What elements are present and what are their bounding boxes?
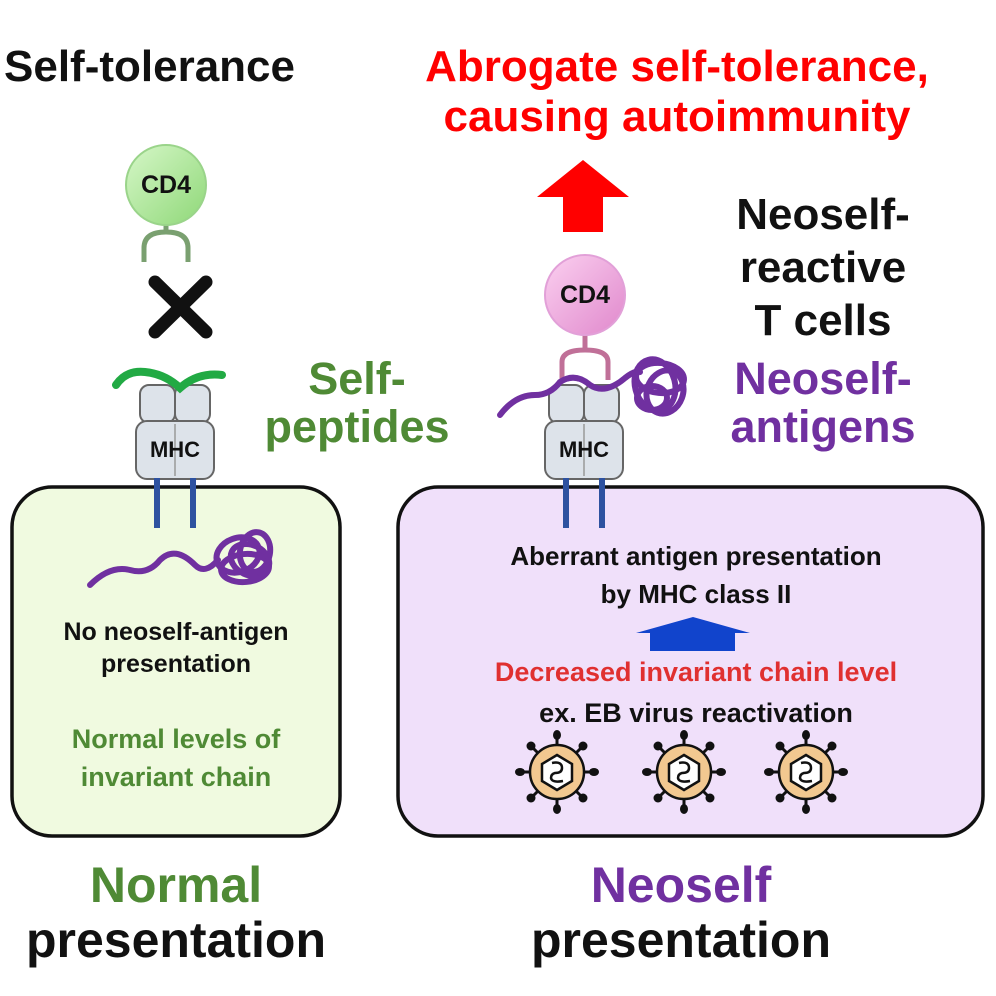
- mhc-label-normal: MHC: [149, 437, 201, 462]
- cd4-label-neoself: CD4: [559, 281, 611, 309]
- cd4-cell-normal: [125, 144, 207, 262]
- self-tolerance-heading: Self-tolerance: [4, 42, 295, 91]
- neoself-reactive-t-cells-label: Neoself- reactive T cells: [736, 190, 910, 345]
- cd4-label-normal: CD4: [140, 171, 192, 199]
- normal-presentation-caption: Normal presentation: [25, 857, 327, 968]
- self-peptides-label: Self- peptides: [264, 353, 450, 452]
- mhc-molecule-neoself: [544, 384, 624, 480]
- mhc-label-neoself: MHC: [558, 437, 610, 462]
- aberrant-presentation-text: Aberrant antigen presentation by MHC cla…: [510, 541, 882, 609]
- neoself-presentation-caption: Neoself presentation: [530, 857, 832, 968]
- x-mark-icon: [148, 275, 213, 339]
- neoself-antigen-strand: [497, 356, 687, 418]
- decreased-invariant-chain-text: Decreased invariant chain level: [494, 657, 898, 687]
- normal-invariant-chain-text: Normal levels of invariant chain: [71, 724, 281, 792]
- red-up-arrow-icon: [537, 160, 629, 232]
- eb-virus-reactivation-text: ex. EB virus reactivation: [539, 698, 853, 728]
- cd4-cell-neoself: [544, 254, 626, 380]
- blue-up-arrow-icon: [636, 617, 750, 651]
- abrogate-self-tolerance-heading: Abrogate self-tolerance, causing autoimm…: [425, 42, 929, 141]
- self-peptide-strand: [112, 367, 226, 394]
- neoself-antigen-coil-inside: [87, 529, 274, 588]
- neoself-antigens-label: Neoself- antigens: [730, 353, 916, 452]
- mhc-molecule-normal: [135, 384, 215, 528]
- no-neoself-antigen-text: No neoself-antigen presentation: [63, 618, 289, 678]
